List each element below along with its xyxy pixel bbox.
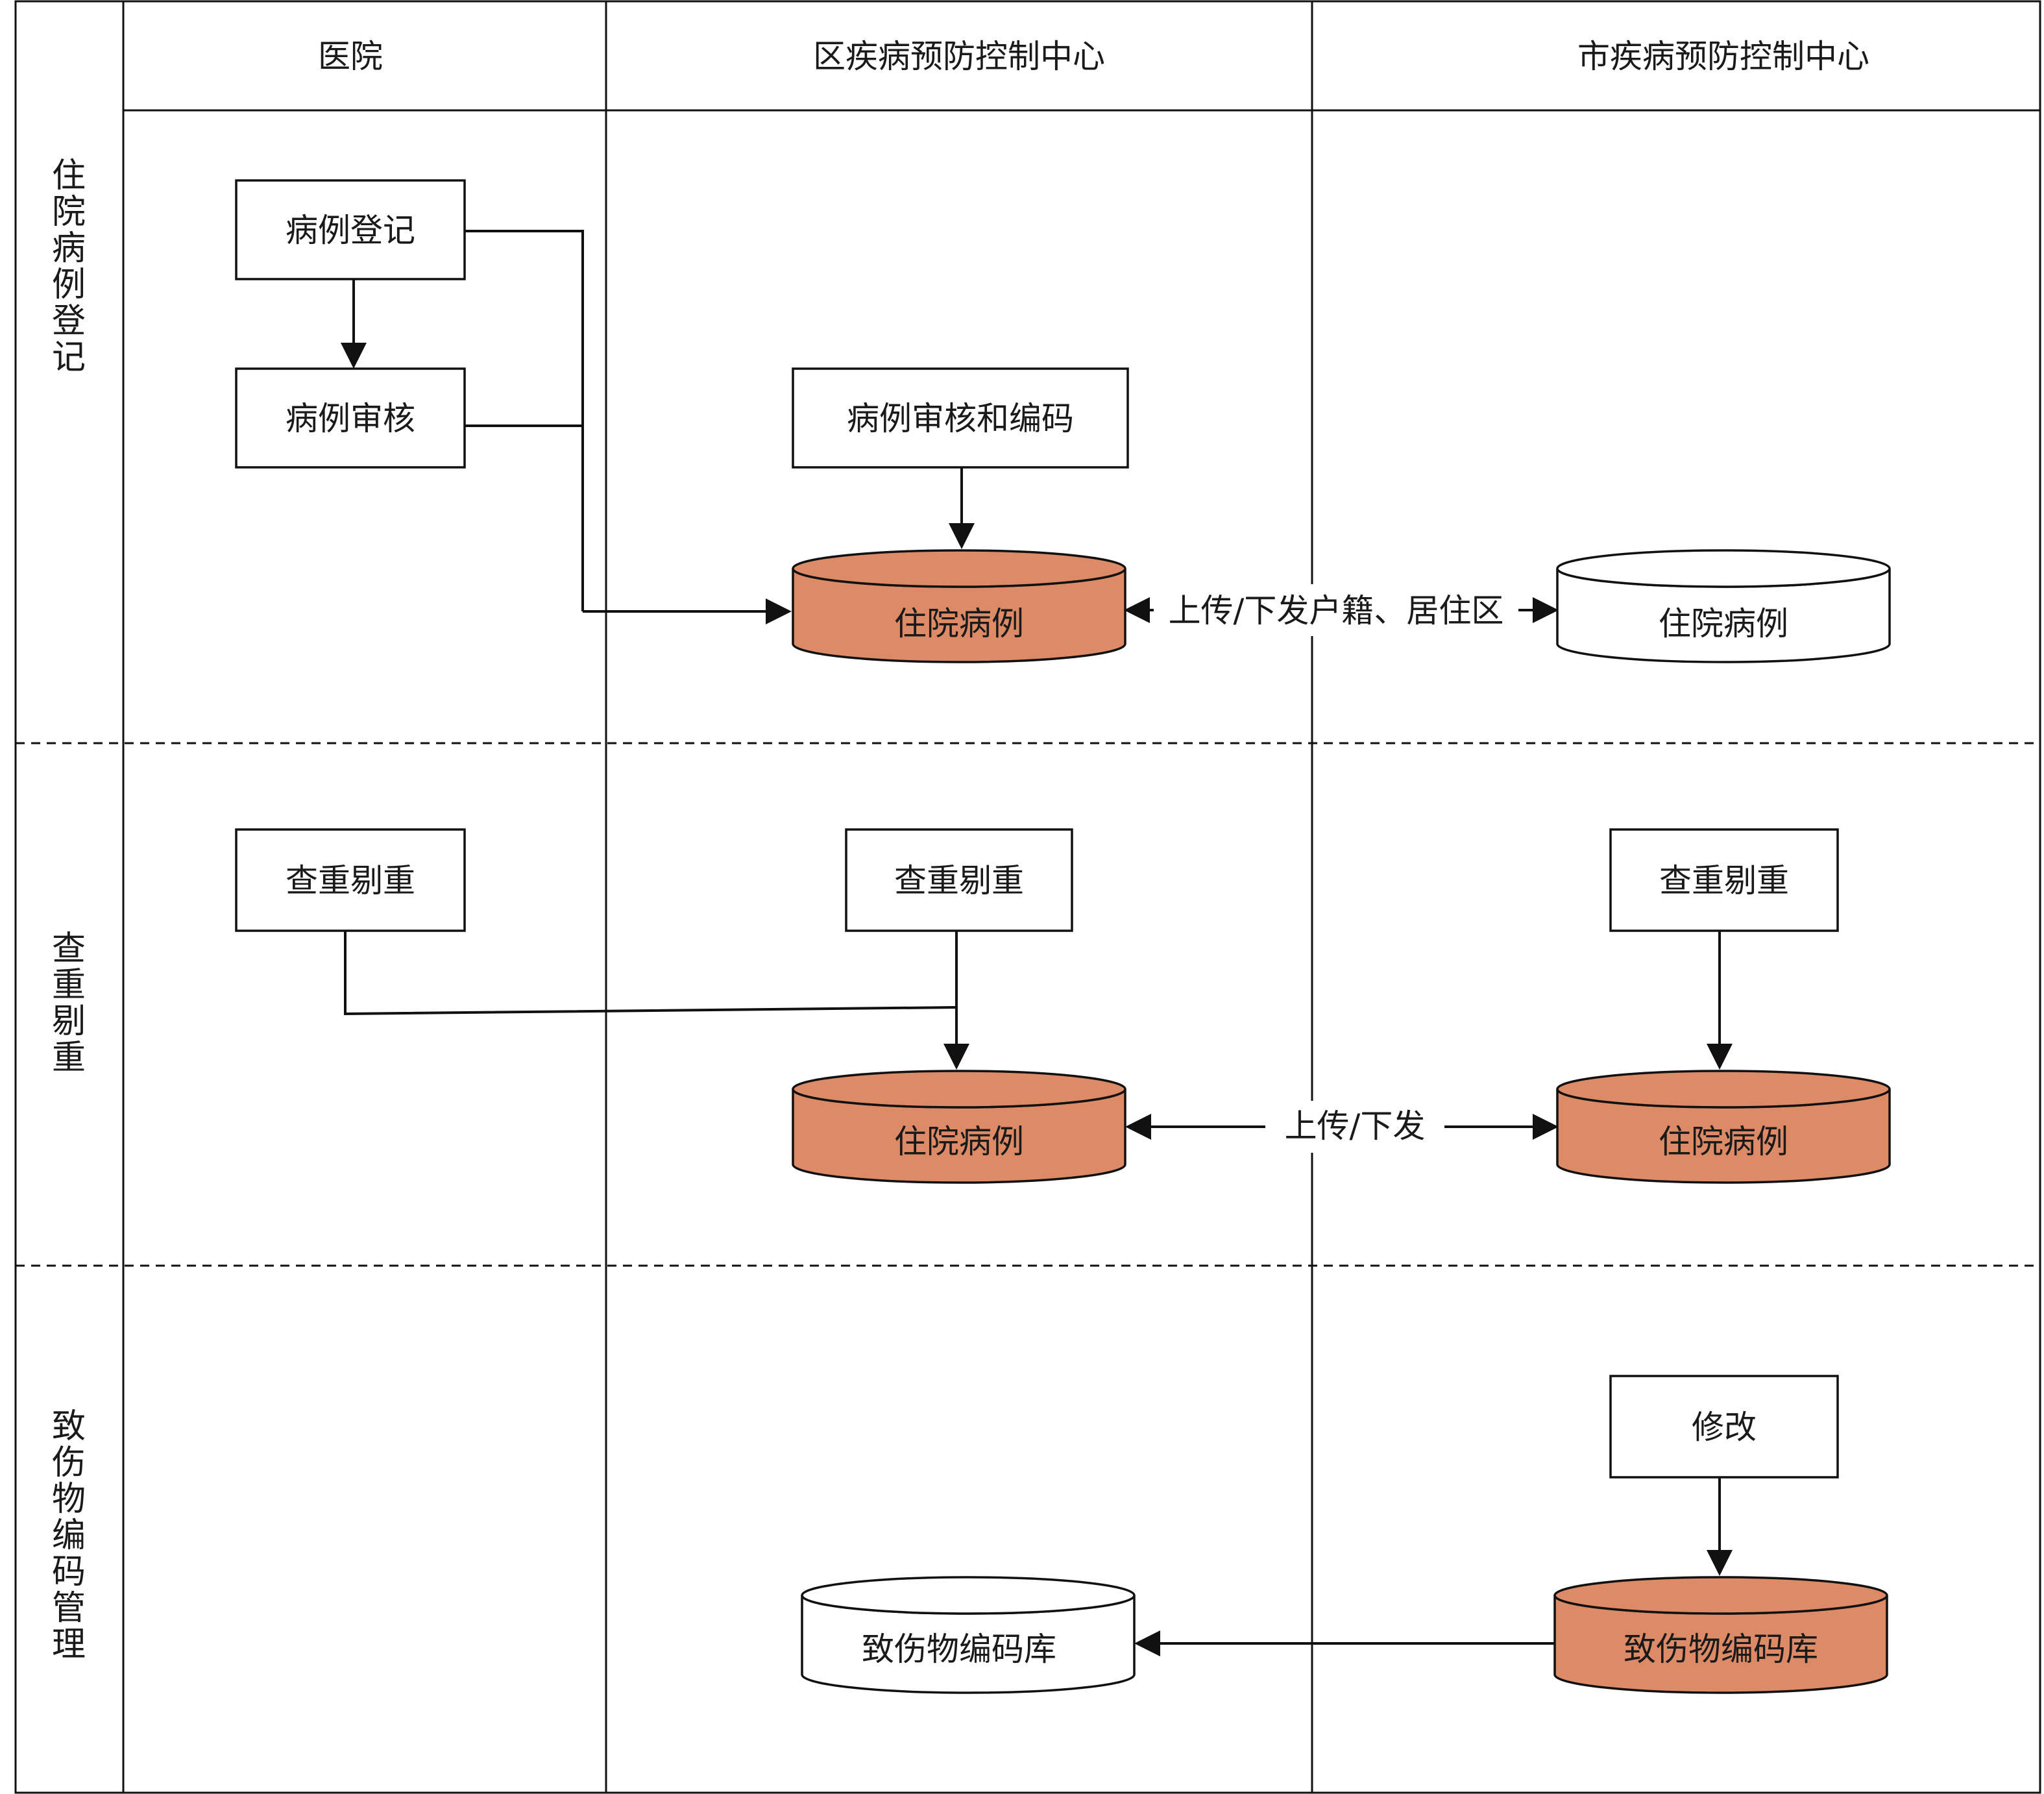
- database-cylinder-cap: [1556, 1070, 1891, 1109]
- district-inpatient-db-2: 住院病例: [792, 1070, 1126, 1184]
- row-label-dedup: 查重剔重: [52, 929, 86, 1077]
- connector-register-to-db: [465, 230, 584, 611]
- district-review-coding-label: 病例审核和编码: [847, 400, 1074, 437]
- city-dedup-box: [1609, 828, 1839, 932]
- case-review-box: [235, 367, 466, 469]
- column-header-hospital: 医院: [318, 38, 383, 75]
- edge-label-bg-1: [1154, 584, 1518, 636]
- district-dedup-label: 查重剔重: [894, 862, 1024, 900]
- database-cylinder-cap: [792, 549, 1126, 588]
- district-inpatient-db-1: 住院病例: [792, 549, 1126, 663]
- diagram-frame: [14, 0, 2041, 1794]
- row-label-inpatient-registration: 住院病例登记: [52, 156, 86, 377]
- city-modify-label: 修改: [1692, 1408, 1757, 1446]
- city-injury-code-db: 致伤物编码库: [1553, 1576, 1888, 1694]
- district-inpatient-db-1-label: 住院病例: [894, 605, 1024, 643]
- row-label-injury-code-management: 致伤物编码管理: [52, 1407, 86, 1664]
- edge-label-upload-residence: 上传/下发户籍、居住区: [1169, 592, 1504, 630]
- database-cylinder-cap: [1556, 549, 1891, 588]
- city-modify-box: [1609, 1375, 1839, 1479]
- database-cylinder-cap: [1553, 1576, 1888, 1615]
- city-inpatient-db-2-label: 住院病例: [1659, 1123, 1788, 1161]
- edge-label-upload-download: 上传/下发: [1285, 1107, 1426, 1145]
- column-header-city-cdc: 市疾病预防控制中心: [1577, 38, 1869, 75]
- hospital-dedup-box: [235, 828, 466, 932]
- city-dedup-label: 查重剔重: [1659, 862, 1789, 900]
- city-injury-code-db-label: 致伤物编码库: [1624, 1630, 1818, 1668]
- district-injury-code-db: 致伤物编码库: [801, 1576, 1136, 1694]
- case-register-label: 病例登记: [286, 212, 415, 249]
- connector-hospital-dedup: [344, 931, 957, 1016]
- district-injury-code-db-label: 致伤物编码库: [862, 1630, 1056, 1668]
- city-inpatient-db-2: 住院病例: [1556, 1070, 1891, 1184]
- database-cylinder-cap: [801, 1576, 1136, 1615]
- hospital-dedup-label: 查重剔重: [286, 862, 415, 900]
- case-review-label: 病例审核: [286, 400, 415, 437]
- district-dedup-box: [845, 828, 1073, 932]
- district-inpatient-db-2-label: 住院病例: [894, 1123, 1024, 1161]
- column-header-district-cdc: 区疾病预防控制中心: [813, 38, 1105, 75]
- city-inpatient-db-1: 住院病例: [1556, 549, 1891, 663]
- city-inpatient-db-1-label: 住院病例: [1659, 605, 1788, 643]
- edge-label-bg-2: [1265, 1101, 1444, 1153]
- database-cylinder-cap: [792, 1070, 1126, 1109]
- district-review-coding-box: [792, 367, 1129, 469]
